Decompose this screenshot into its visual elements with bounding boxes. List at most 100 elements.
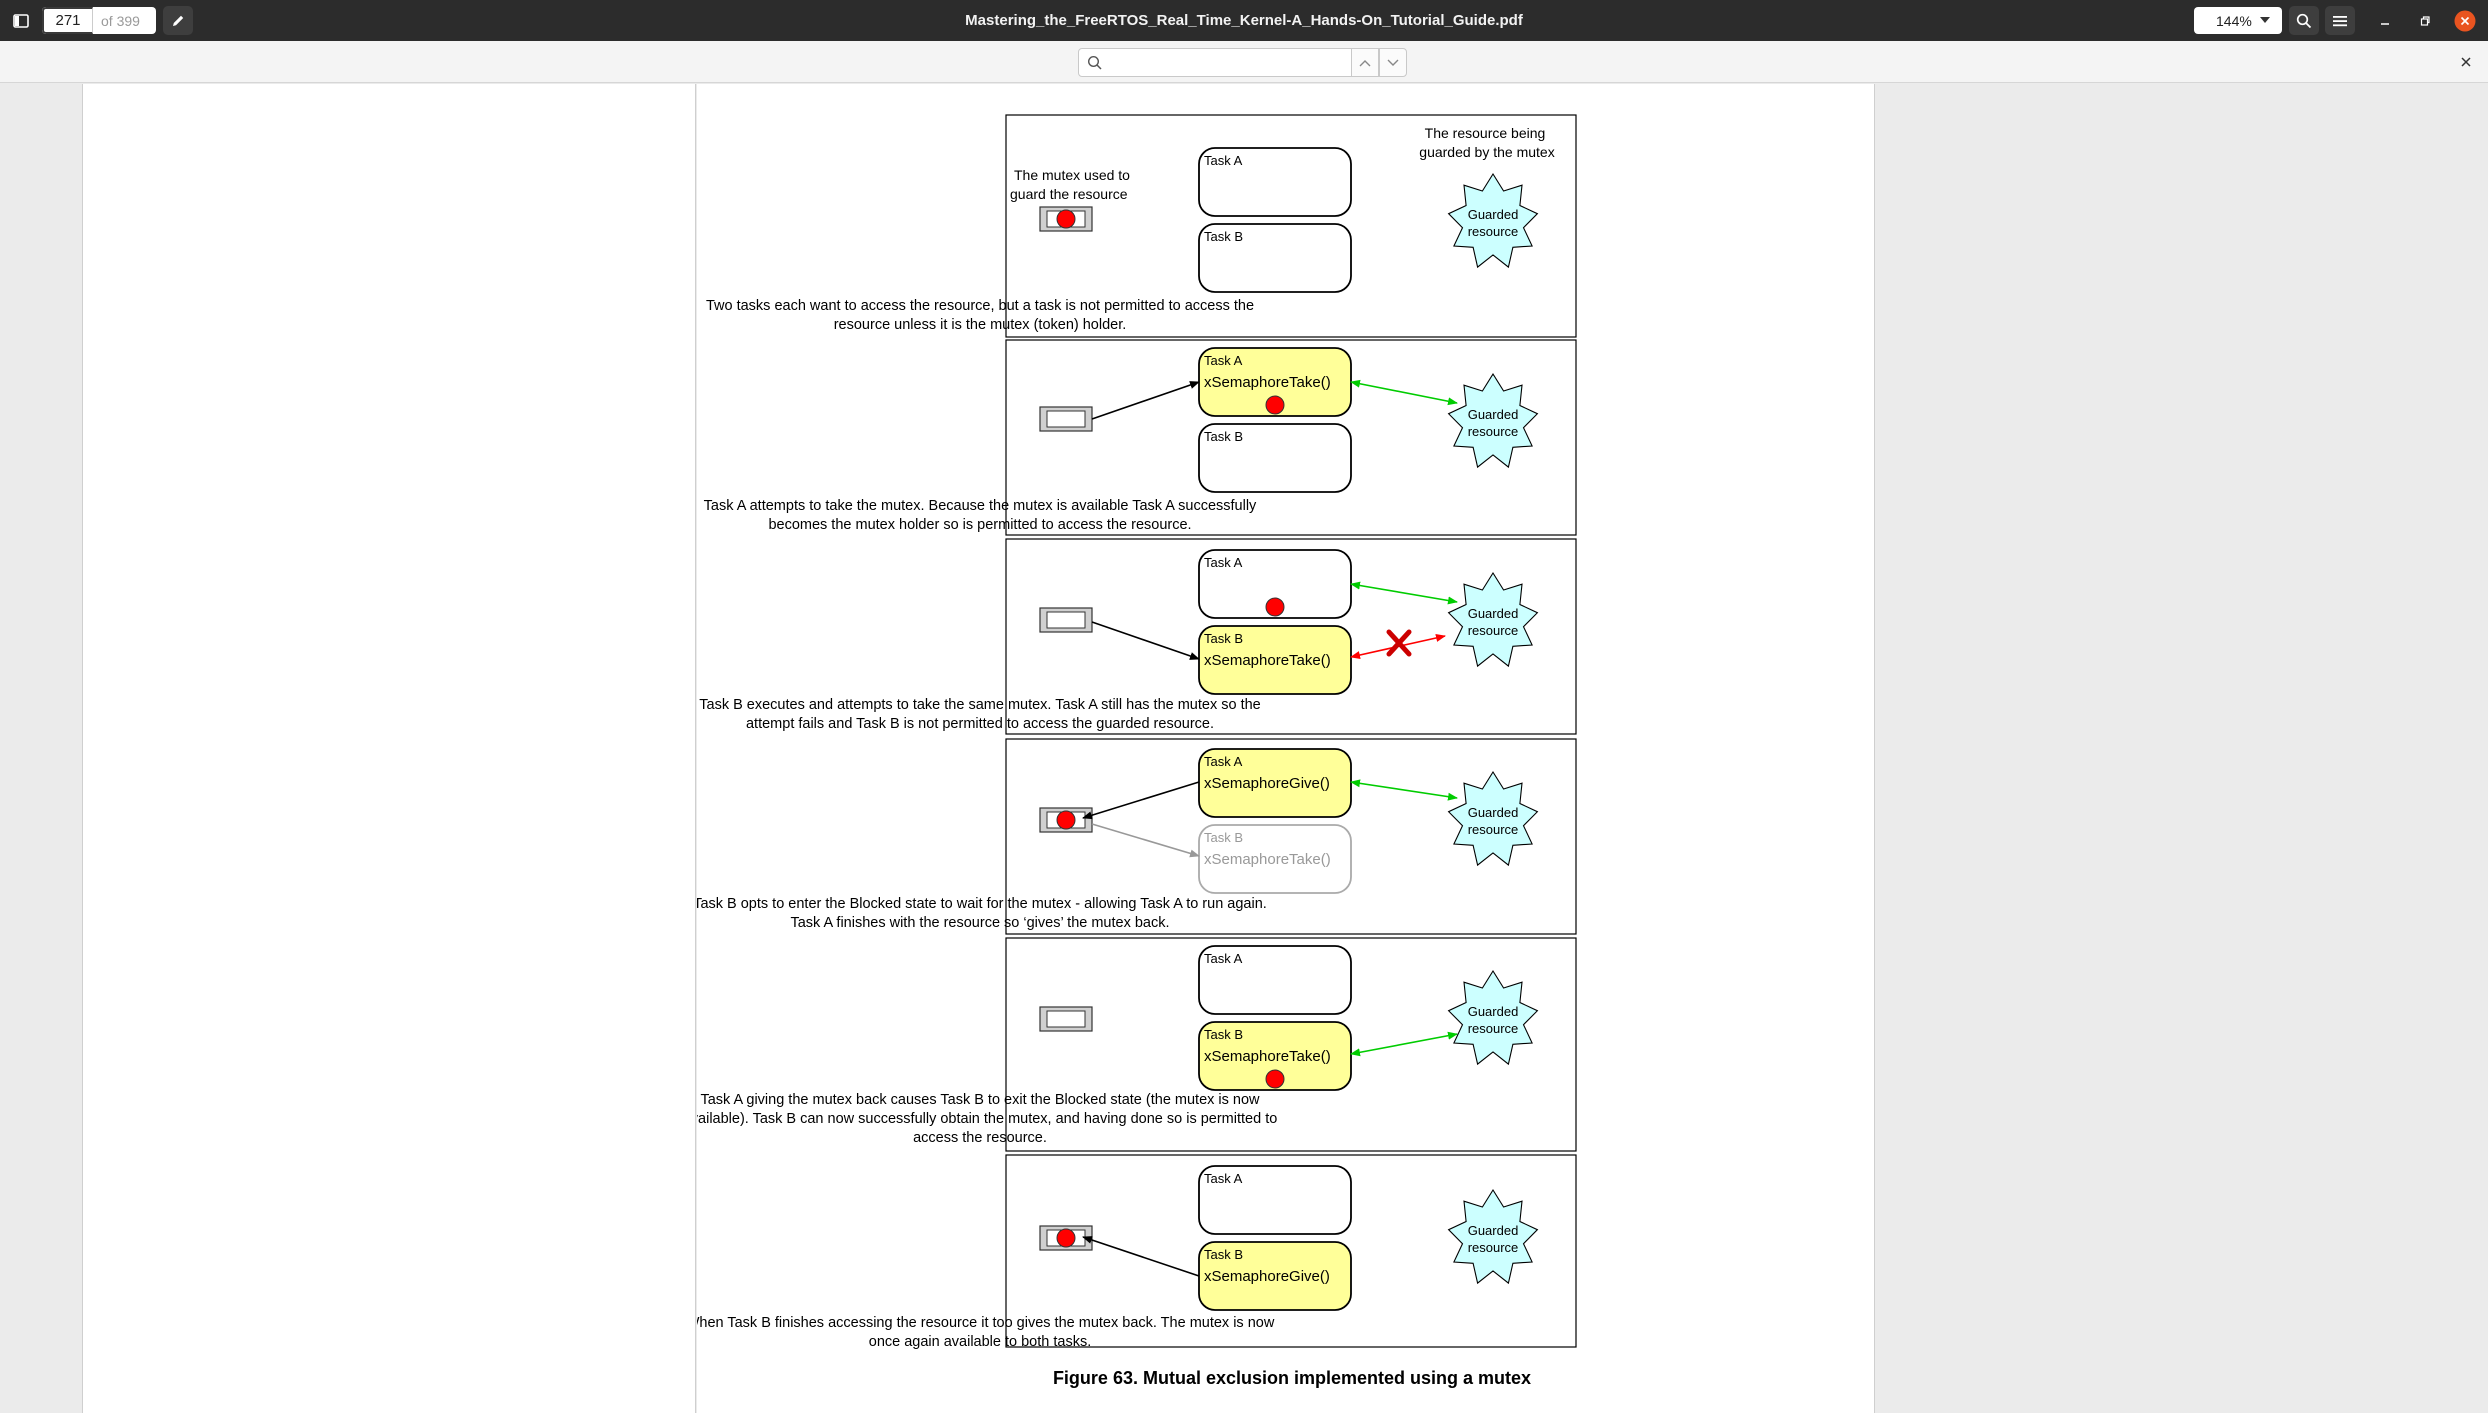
resource-annotation: The resource being	[1425, 125, 1546, 141]
resource-label: resource	[1468, 424, 1519, 439]
restore-icon	[2420, 15, 2430, 26]
chevron-up-icon	[1359, 59, 1371, 66]
task-a-box-label: Task A	[1204, 153, 1243, 168]
task-a-box-label: Task A	[1204, 555, 1243, 570]
page-navigator: 271 of 399	[42, 7, 156, 34]
guarded-resource-star	[1447, 172, 1539, 269]
take-arrow	[1091, 381, 1200, 420]
resource-label: resource	[1468, 1021, 1519, 1036]
task-b-box	[1198, 625, 1352, 695]
task-a-box-call: xSemaphoreTake()	[1204, 374, 1331, 391]
panel-caption: available). Task B can now successfully …	[697, 1111, 1277, 1127]
resource-label: Guarded	[1468, 207, 1519, 222]
panel-caption: attempt fails and Task B is not permitte…	[746, 716, 1214, 732]
task-b-box-label: Task B	[1204, 1247, 1243, 1262]
minimize-icon	[2381, 22, 2389, 25]
find-previous-button[interactable]	[1351, 48, 1379, 77]
menu-button[interactable]	[2325, 6, 2355, 35]
task-a-box	[1198, 1165, 1352, 1235]
guarded-resource-star	[1447, 969, 1539, 1066]
task-a-box-label: Task A	[1204, 754, 1243, 769]
resource-label: resource	[1468, 1240, 1519, 1255]
pencil-icon	[173, 15, 184, 26]
task-a-box	[1198, 147, 1352, 217]
panel-caption: becomes the mutex holder so is permitted…	[768, 517, 1191, 533]
resource-label: Guarded	[1468, 606, 1519, 621]
search-button[interactable]	[2289, 6, 2319, 35]
resource-label: resource	[1468, 623, 1519, 638]
task-b-box-call: xSemaphoreTake()	[1204, 1048, 1331, 1065]
close-icon	[2454, 10, 2476, 31]
task-a-box-call: xSemaphoreGive()	[1204, 775, 1330, 792]
page-number-input[interactable]: 271	[42, 7, 93, 34]
task-b-box-call: xSemaphoreTake()	[1204, 851, 1331, 868]
pdf-page-left	[82, 84, 696, 1413]
hamburger-menu-icon	[2333, 15, 2347, 26]
panel-caption: Two tasks each want to access the resour…	[706, 298, 1254, 314]
task-a-box-label: Task A	[1204, 353, 1243, 368]
task-b-box-call: xSemaphoreGive()	[1204, 1268, 1330, 1285]
task-a-box	[1198, 945, 1352, 1015]
find-next-button[interactable]	[1379, 48, 1407, 77]
search-icon	[2296, 13, 2312, 28]
mutex-token	[1056, 810, 1076, 830]
task-a-box-label: Task A	[1204, 951, 1243, 966]
close-button[interactable]	[2450, 6, 2480, 35]
mutex-slot	[1046, 410, 1086, 428]
panel-caption: Task B opts to enter the Blocked state t…	[697, 896, 1267, 912]
give-arrow	[1082, 781, 1200, 820]
guarded-resource-star	[1447, 770, 1539, 867]
task-b-box-label: Task B	[1204, 631, 1243, 646]
panel-caption: Task A finishes with the resource so ‘gi…	[790, 915, 1169, 931]
resource-annotation: guarded by the mutex	[1419, 144, 1554, 160]
task-b-box-label: Task B	[1204, 229, 1243, 244]
zoom-select[interactable]: 144%	[2194, 7, 2282, 34]
guarded-resource-star	[1447, 571, 1539, 668]
panel-caption: Task A attempts to take the mutex. Becau…	[704, 498, 1257, 514]
title-bar: 271 of 399 Mastering_the_FreeRTOS_Real_T…	[0, 0, 2488, 41]
mutex-slot	[1046, 1010, 1086, 1028]
resource-label: resource	[1468, 224, 1519, 239]
denied-cross-icon	[1386, 629, 1412, 657]
access-arrow	[1350, 1031, 1458, 1057]
sidebar-toggle-icon	[13, 13, 29, 28]
task-b-box	[1198, 223, 1352, 293]
mutex-annotation: The mutex used to	[1014, 167, 1130, 183]
mutex-token	[1056, 209, 1076, 229]
task-b-box-label: Task B	[1204, 830, 1243, 845]
annotate-button[interactable]	[163, 6, 193, 35]
resource-label: Guarded	[1468, 1223, 1519, 1238]
panel-caption: Task B executes and attempts to take the…	[699, 697, 1261, 713]
chevron-down-icon	[1387, 59, 1399, 66]
figure-title: Figure 63. Mutual exclusion implemented …	[1053, 1368, 1531, 1388]
task-b-box-label: Task B	[1204, 1027, 1243, 1042]
task-b-box-label: Task B	[1204, 429, 1243, 444]
mutex-token	[1056, 1228, 1076, 1248]
mutex-slot	[1046, 611, 1086, 629]
access-arrow	[1350, 779, 1458, 801]
panel-caption: When Task B finishes accessing the resou…	[697, 1315, 1275, 1331]
resource-label: resource	[1468, 822, 1519, 837]
resource-label: Guarded	[1468, 1004, 1519, 1019]
take-arrow	[1091, 621, 1200, 660]
give-arrow	[1082, 1236, 1200, 1277]
page-total-label: of 399	[101, 12, 140, 29]
close-icon	[2461, 57, 2471, 67]
task-b-box-call: xSemaphoreTake()	[1204, 652, 1331, 669]
mutex-token	[1265, 597, 1285, 617]
search-icon	[1087, 55, 1102, 70]
panel-caption: resource unless it is the mutex (token) …	[834, 317, 1127, 333]
minimize-button[interactable]	[2370, 6, 2400, 35]
guarded-resource-star	[1447, 372, 1539, 469]
mutex-token	[1265, 395, 1285, 415]
find-close-button[interactable]	[2456, 52, 2476, 72]
task-a-box-label: Task A	[1204, 1171, 1243, 1186]
sidebar-toggle-button[interactable]	[6, 6, 36, 35]
search-input[interactable]	[1078, 48, 1352, 77]
restore-button[interactable]	[2410, 6, 2440, 35]
mutex-token	[1265, 1069, 1285, 1089]
zoom-value: 144%	[2216, 12, 2252, 29]
resource-label: Guarded	[1468, 407, 1519, 422]
